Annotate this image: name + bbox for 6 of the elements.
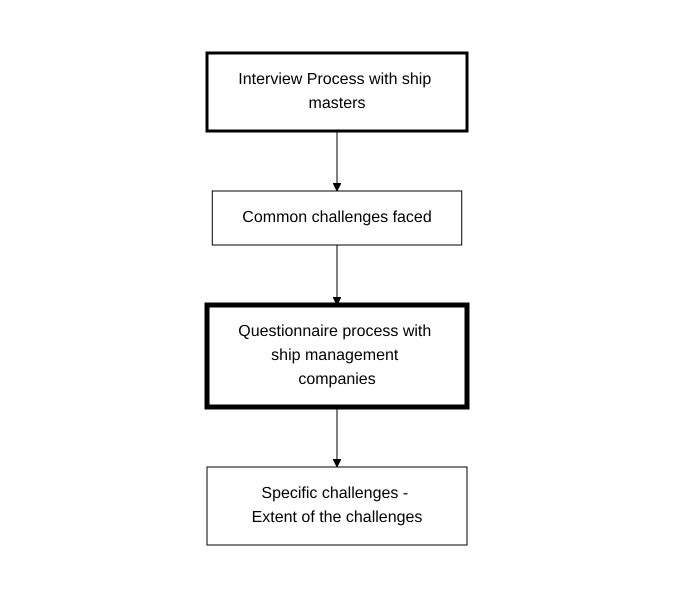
node-box: Questionnaire process with ship management companies xyxy=(204,302,469,409)
arrow xyxy=(332,244,341,305)
arrow xyxy=(332,130,341,191)
node-box: Specific challenges - Extent of the challenges xyxy=(206,466,467,545)
node-box: Common challenges faced xyxy=(211,190,462,245)
node-box: Interview Process with ship masters xyxy=(205,51,468,132)
